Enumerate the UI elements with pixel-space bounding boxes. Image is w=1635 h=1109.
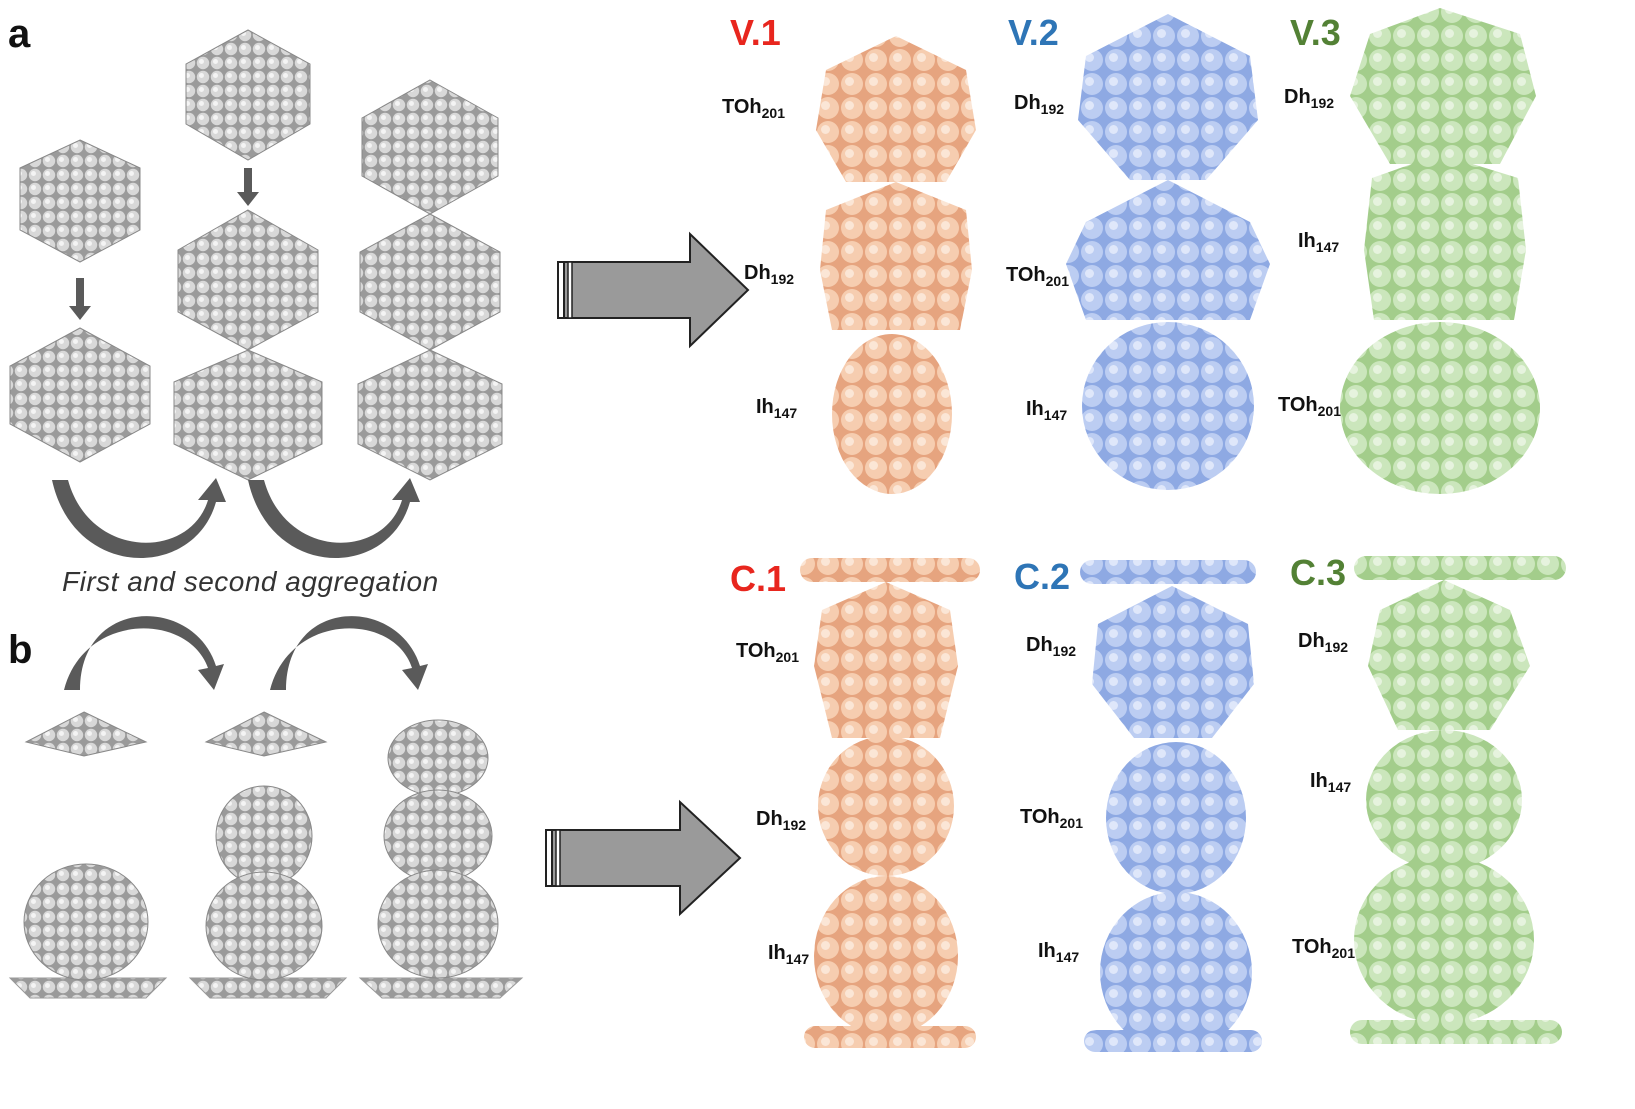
panel-b-arrows (64, 616, 428, 690)
cluster-b2-top (215, 785, 313, 887)
c3-plate-bottom (1350, 1020, 1562, 1044)
c3-plate-top (1354, 556, 1566, 580)
cluster-label: Ih147 (1310, 770, 1352, 795)
c1-cluster-mid (818, 736, 954, 876)
cluster-a2-bottom (173, 349, 323, 481)
substrate-b2 (188, 977, 348, 999)
variant-label-c3: C.3 (1290, 552, 1347, 593)
cluster-label: Ih147 (1026, 398, 1068, 423)
cluster-b3-bottom (377, 869, 499, 979)
cluster-a1-bottom (9, 327, 151, 463)
c2-plate-top (1080, 560, 1256, 584)
c1-plate-bottom (804, 1026, 976, 1048)
cluster-label: Dh192 (1298, 630, 1349, 655)
column-c1 (800, 558, 980, 1048)
column-c2 (1080, 560, 1262, 1052)
cluster-b2-bottom (205, 871, 323, 981)
cluster-a3-top (361, 79, 499, 215)
v2-cluster-mid (1066, 180, 1270, 320)
c1-plate-top (800, 558, 980, 582)
v2-cluster-bottom (1082, 322, 1254, 490)
c1-cluster-top (814, 582, 958, 738)
cluster-a1-top (19, 139, 141, 263)
variant-label-v1: V.1 (730, 12, 781, 53)
cluster-label: Ih147 (756, 396, 798, 421)
cluster-label: Ih147 (1038, 940, 1080, 965)
down-arrow-a1-head (69, 306, 91, 320)
v1-cluster-mid (820, 182, 972, 330)
variant-label-v3: V.3 (1290, 12, 1341, 53)
block-arrow-bottom (545, 799, 742, 917)
column-v2 (1066, 14, 1270, 490)
variant-label-v2: V.2 (1008, 12, 1059, 53)
substrate-b3 (358, 977, 524, 999)
cluster-label: Dh192 (1014, 92, 1065, 117)
panel-a-clusters (9, 29, 503, 481)
panel-letter-b: b (8, 628, 33, 672)
v3-cluster-bottom (1340, 322, 1540, 494)
v3-cluster-mid (1364, 154, 1526, 320)
column-c3 (1350, 556, 1566, 1044)
cluster-b3-mid (383, 789, 493, 883)
cluster-a2-mid (177, 209, 319, 351)
cluster-label: Dh192 (1284, 86, 1335, 111)
variant-label-c1: C.1 (730, 558, 787, 599)
variant-label-c2: C.2 (1014, 556, 1071, 597)
cluster-a3-bottom (357, 349, 503, 481)
cluster-label: Dh192 (756, 808, 807, 833)
block-arrow-top (557, 231, 750, 349)
c2-cluster-mid (1106, 742, 1246, 894)
v3-cluster-top (1350, 8, 1536, 164)
cluster-label: TOh201 (722, 96, 785, 121)
c2-cluster-top (1092, 586, 1254, 738)
curved-arrow-b1 (64, 616, 224, 690)
curved-arrow-a1 (52, 478, 226, 559)
cluster-label: Dh192 (744, 262, 795, 287)
cluster-a2-top (185, 29, 311, 161)
column-v1 (816, 36, 976, 494)
cluster-label: Dh192 (1026, 634, 1077, 659)
v1-cluster-bottom (832, 334, 952, 494)
panel-letter-a: a (8, 12, 31, 56)
cluster-b1 (23, 863, 149, 981)
cluster-label: TOh201 (1292, 936, 1355, 961)
cluster-label: TOh201 (1278, 394, 1341, 419)
flat-seed-b1 (24, 711, 148, 757)
curved-arrow-b2 (270, 616, 428, 690)
c2-plate-bottom (1084, 1030, 1262, 1052)
panel-b-clusters (8, 711, 524, 999)
cluster-a3-mid (359, 213, 501, 351)
down-arrow-a2-head (237, 192, 259, 206)
cluster-label: TOh201 (1020, 806, 1083, 831)
cluster-label: TOh201 (736, 640, 799, 665)
c3-cluster-top (1368, 580, 1530, 730)
c3-cluster-mid (1366, 730, 1522, 870)
substrate-b1 (8, 977, 168, 999)
c2-cluster-bottom (1100, 892, 1252, 1052)
v2-cluster-top (1078, 14, 1258, 180)
panel-a-arrows (52, 168, 420, 559)
c1-cluster-bottom (814, 876, 958, 1036)
aggregation-caption: First and second aggregation (62, 566, 439, 597)
cluster-label: Ih147 (1298, 230, 1340, 255)
v1-cluster-top (816, 36, 976, 182)
cluster-label: TOh201 (1006, 264, 1069, 289)
column-v3 (1340, 8, 1540, 494)
cluster-b3-top (387, 719, 489, 797)
cluster-label: Ih147 (768, 942, 810, 967)
down-arrow-a2 (244, 168, 252, 194)
flat-seed-b2 (204, 711, 328, 757)
down-arrow-a1 (76, 278, 84, 308)
curved-arrow-a2 (248, 478, 420, 559)
c3-cluster-bottom (1354, 856, 1534, 1024)
